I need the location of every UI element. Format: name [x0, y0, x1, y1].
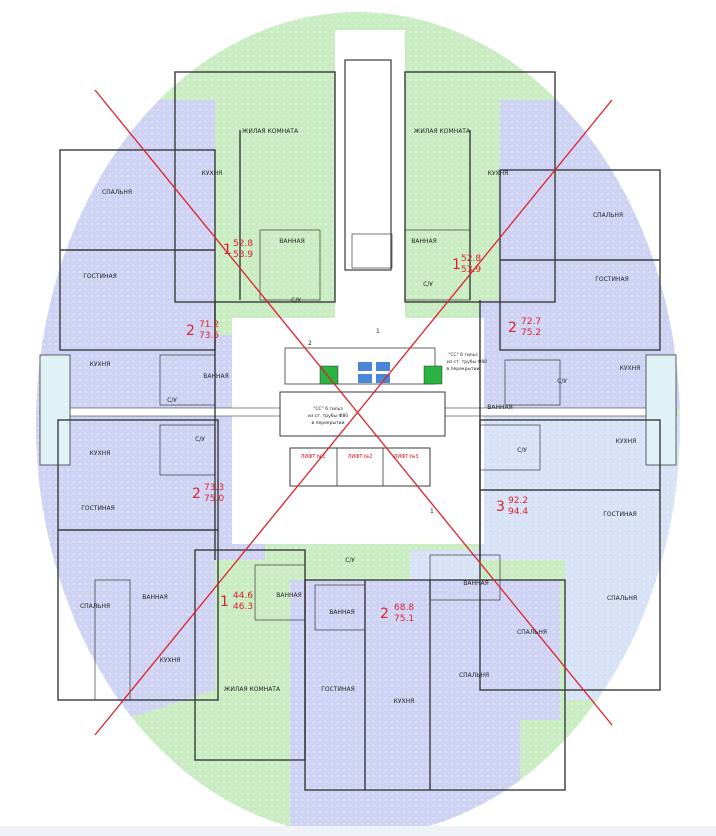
core-number: 1 — [430, 508, 434, 515]
room-label: ВАННАЯ — [329, 609, 355, 616]
apartment-area-total: 53.9 — [233, 250, 253, 260]
west-window-bay — [39, 354, 71, 466]
room-label: С/У — [167, 397, 177, 404]
apartment-label: 1 44.6 46.3 — [220, 591, 253, 612]
room-label: ВАННАЯ — [276, 592, 302, 599]
apartment-type-number: 2 — [186, 323, 195, 339]
cancel-cross — [94, 89, 613, 736]
equipment-blue-4 — [376, 374, 390, 383]
apartment-area-living: 92.2 — [508, 496, 528, 506]
apartment-type-number: 2 — [380, 606, 389, 622]
equipment-blue-3 — [358, 374, 372, 383]
room-label: ГОСТИНАЯ — [81, 505, 115, 512]
lift-label: ЛИФТ №1 — [301, 454, 326, 460]
room-label: ЖИЛАЯ КОМНАТА — [242, 128, 299, 135]
apartment-type-number: 2 — [508, 320, 517, 336]
apartment-area-living: 44.6 — [233, 591, 253, 601]
room-label: ГОСТИНАЯ — [603, 511, 637, 518]
core-number: 2 — [308, 340, 312, 347]
core-note-line: в перекрытии — [311, 421, 344, 426]
room-label: КУХНЯ — [620, 365, 641, 372]
room-label: С/У — [291, 297, 301, 304]
room-label: КУХНЯ — [616, 438, 637, 445]
apartment-area-labels: 1 52.8 53.9 1 52.8 53.9 2 71.2 73.5 2 72… — [186, 239, 541, 624]
room-label: СПАЛЬНЯ — [80, 603, 110, 610]
apartment-label: 2 73.3 75.0 — [192, 483, 224, 504]
room-label: ВАННАЯ — [463, 580, 489, 587]
apartment-area-total: 94.4 — [508, 507, 528, 517]
core-note-line: из ст. трубы Ф80 — [308, 413, 348, 419]
room-label: КУХНЯ — [160, 657, 181, 664]
apartment-area-total: 53.9 — [461, 265, 481, 275]
room-label: ГОСТИНАЯ — [83, 273, 117, 280]
thin-walls — [94, 229, 561, 701]
apartment-label: 2 68.8 75.1 — [380, 603, 414, 624]
core-note-line: "СС" 6 гильз — [313, 406, 343, 412]
apartment-area-total: 75.0 — [204, 494, 224, 504]
room-label: ВАННАЯ — [411, 238, 437, 245]
apartment-type-number: 3 — [496, 499, 505, 515]
core-labels: "СС" 6 гильз из ст. трубы Ф80 в перекрыт… — [301, 328, 488, 515]
room-label: С/У — [345, 557, 355, 564]
apartment-area-living: 68.8 — [394, 603, 414, 613]
room-label: КУХНЯ — [488, 170, 509, 177]
room-label: ЖИЛАЯ КОМНАТА — [414, 128, 471, 135]
core-number: 1 — [376, 328, 380, 335]
room-label: СПАЛЬНЯ — [607, 595, 637, 602]
apartment-type-number: 1 — [452, 257, 461, 273]
shaft-inner — [344, 59, 392, 271]
apartment-area-living: 52.8 — [461, 254, 481, 264]
core-note-line: в перекрытии — [446, 367, 479, 372]
apartment-label: 1 52.8 53.9 — [452, 254, 481, 275]
room-label: С/У — [423, 281, 433, 288]
room-labels: ЖИЛАЯ КОМНАТА КУХНЯ ВАННАЯ С/У ЖИЛАЯ КОМ… — [80, 128, 640, 705]
apartment-label: 3 92.2 94.4 — [496, 496, 528, 517]
apartment-label: 1 52.8 53.9 — [223, 239, 253, 260]
room-label: ВАННАЯ — [487, 404, 513, 411]
core-note-block — [279, 391, 446, 437]
apartment-type-number: 2 — [192, 486, 201, 502]
room-label: ГОСТИНАЯ — [595, 276, 629, 283]
room-label: КУХНЯ — [90, 361, 111, 368]
core-note-line: из ст. трубы Ф80 — [447, 359, 487, 365]
room-label: КУХНЯ — [90, 450, 111, 457]
equipment-blue-2 — [376, 362, 390, 371]
core-note-line: "СС" 6 гильз — [448, 352, 478, 358]
equipment-green-right — [423, 365, 443, 385]
apartment-label: 2 72.7 75.2 — [508, 317, 541, 338]
apartment-type-number: 1 — [223, 242, 232, 258]
room-label: СПАЛЬНЯ — [459, 672, 489, 679]
room-label: СПАЛЬНЯ — [517, 629, 547, 636]
room-label: ЖИЛАЯ КОМНАТА — [224, 686, 281, 693]
room-label: ВАННАЯ — [203, 373, 229, 380]
apartment-area-total: 75.2 — [521, 328, 541, 338]
room-label: ГОСТИНАЯ — [321, 686, 355, 693]
equipment-blue-1 — [358, 362, 372, 371]
lift-label: ЛИФТ №2 — [348, 454, 373, 460]
bottom-strip — [0, 826, 716, 836]
apartment-type-number: 1 — [220, 594, 229, 610]
room-label: С/У — [557, 378, 567, 385]
apartment-area-living: 71.2 — [199, 320, 219, 330]
east-window-bay — [645, 354, 677, 466]
room-label: КУХНЯ — [394, 698, 415, 705]
room-label: КУХНЯ — [202, 170, 223, 177]
room-label: СПАЛЬНЯ — [593, 212, 623, 219]
apartment-area-living: 73.3 — [204, 483, 224, 493]
room-label: СПАЛЬНЯ — [102, 189, 132, 196]
room-label: С/У — [195, 436, 205, 443]
apartment-area-living: 72.7 — [521, 317, 541, 327]
apartment-area-total: 75.1 — [394, 614, 414, 624]
room-label: ВАННАЯ — [279, 238, 305, 245]
apartment-label: 2 71.2 73.5 — [186, 320, 219, 341]
apartment-area-living: 52.8 — [233, 239, 253, 249]
stairs — [351, 233, 393, 269]
apartment-area-total: 46.3 — [233, 602, 253, 612]
room-label: С/У — [517, 447, 527, 454]
lift-label: ЛИФТ №3 — [394, 454, 419, 460]
equipment-green-left — [319, 365, 339, 385]
room-label: ВАННАЯ — [142, 594, 168, 601]
apartment-area-total: 73.5 — [199, 331, 219, 341]
